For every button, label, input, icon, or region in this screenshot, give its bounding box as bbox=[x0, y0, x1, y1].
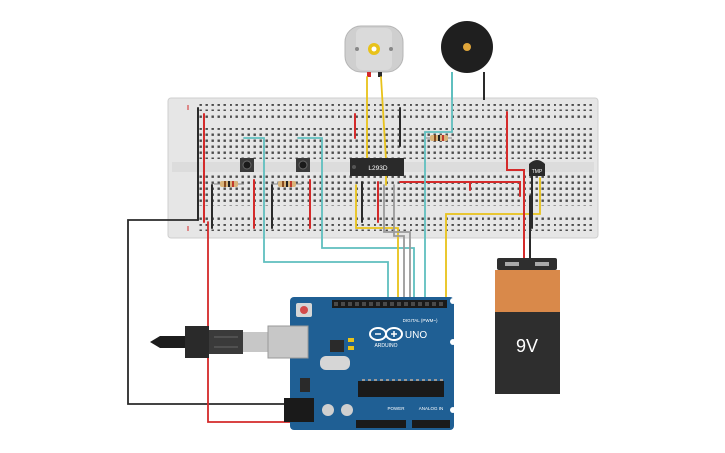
digital-header bbox=[332, 300, 447, 308]
digital-header-label: DIGITAL (PWM~) bbox=[403, 318, 438, 323]
battery-9v[interactable]: 9V bbox=[495, 258, 560, 394]
breadboard-wires bbox=[127, 76, 541, 426]
temp-sensor-label: TMP bbox=[532, 169, 543, 175]
temperature-sensor[interactable]: TMP bbox=[529, 160, 545, 176]
atmega-chip bbox=[358, 381, 444, 397]
arduino-logo-text: ARDUINO bbox=[374, 343, 397, 349]
analog-header-label: ANALOG IN bbox=[419, 406, 444, 411]
power-header bbox=[356, 420, 406, 428]
arduino-uno-board[interactable]: DIGITAL (PWM~) ARDUINO UNO POWER bbox=[150, 297, 456, 430]
usb-port bbox=[267, 325, 309, 359]
usb-cable bbox=[150, 326, 269, 358]
resistor-2 bbox=[272, 181, 302, 187]
upper-terminal-strip bbox=[196, 128, 592, 159]
push-button-1[interactable] bbox=[240, 158, 254, 172]
battery-label: 9V bbox=[516, 336, 538, 356]
battery-top-band bbox=[495, 270, 560, 312]
motor-driver-ic[interactable]: L293D bbox=[350, 158, 404, 176]
dc-jack bbox=[284, 398, 314, 422]
dc-motor[interactable] bbox=[344, 25, 404, 77]
push-button-2[interactable] bbox=[296, 158, 310, 172]
top-rail-positive bbox=[196, 104, 592, 111]
resistor-3 bbox=[426, 135, 452, 141]
arduino-logo-icon bbox=[369, 327, 403, 341]
motor-driver-label: L293D bbox=[368, 165, 387, 172]
top-rail-negative bbox=[196, 113, 592, 120]
analog-header bbox=[412, 420, 450, 428]
arduino-model-text: UNO bbox=[405, 330, 427, 341]
resistor-1 bbox=[214, 181, 244, 187]
power-header-label: POWER bbox=[387, 406, 405, 411]
piezo-buzzer[interactable] bbox=[441, 21, 493, 100]
